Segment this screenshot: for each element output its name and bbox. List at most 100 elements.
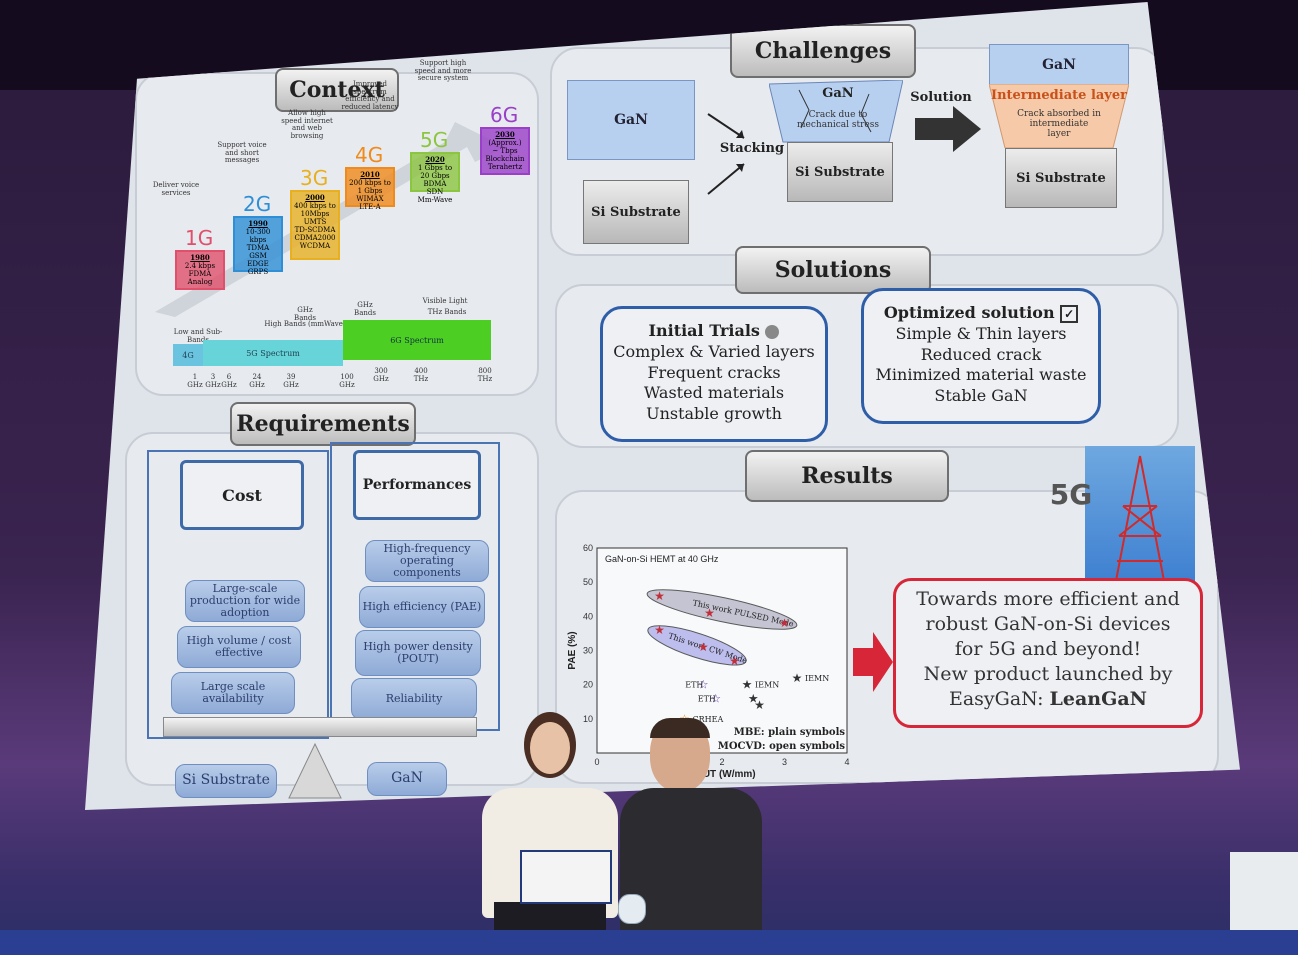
gan-top-block: GaN — [989, 44, 1129, 86]
spectrum-tick-text: 1 — [192, 373, 198, 381]
data-point-star: ★ — [779, 616, 790, 630]
stacking-label: Stacking — [719, 140, 785, 156]
cracked-gan-label: GaN — [822, 85, 854, 101]
cost-column — [147, 450, 329, 739]
gen-6g-label: 6G — [490, 103, 519, 127]
spectrum-tick-text: GHz — [339, 380, 355, 389]
optimized-item: Reduced crack — [920, 344, 1042, 364]
spectrum-tick-text: 39 — [286, 373, 296, 381]
data-point-star: ★ — [698, 640, 709, 654]
spectrum-visible-label: Visible Light — [422, 297, 468, 305]
spectrum-tick-text: 3 — [210, 373, 216, 381]
gen-spec: Blockchain — [485, 155, 525, 164]
spectrum-low-label: Low and Sub-Bands — [173, 328, 223, 344]
solution-label: Solution — [910, 89, 972, 105]
spectrum-tick-text: THz — [413, 374, 429, 383]
si-substrate-block: Si Substrate — [583, 180, 689, 244]
series-label: IEMN — [805, 674, 829, 683]
5g-badge-icon: 5G — [1049, 477, 1093, 511]
gen-year: 2020 — [425, 155, 445, 164]
y-axis-label: PAE (%) — [567, 631, 578, 669]
spectrum-high-label: High Bands (mmWave) — [264, 320, 346, 328]
chart-legend-entry: MBE: plain symbols — [734, 727, 846, 738]
spectrum-tick-text: 300 — [374, 367, 388, 375]
spectrum-ghz-label-2: GHz Bands — [354, 301, 376, 317]
cost-item-availability: Large scale availability — [171, 672, 295, 714]
perf-item-power: High power density (POUT) — [355, 630, 481, 676]
initial-item: Unstable growth — [646, 404, 782, 424]
spectrum-tick-text: GHz — [249, 380, 265, 389]
checkbox-icon: ✓ — [1060, 304, 1079, 323]
y-tick-label: 40 — [583, 611, 593, 621]
gen-service-text: Improved spectrum efficiency and reduced… — [341, 80, 399, 112]
gen-spec: TDMA — [246, 244, 270, 253]
gen-service-text: Support voice and short messages — [217, 141, 267, 165]
series-highlight-ellipse — [647, 625, 747, 666]
gen-service-text: Deliver voice services — [152, 181, 200, 197]
gen-spec: LTE-A — [359, 203, 381, 212]
crack-text: Crack due to mechanical stress — [797, 110, 879, 130]
y-tick-label: 10 — [583, 714, 593, 724]
gen-spec: BDMA — [423, 180, 447, 189]
conclusion-line: robust GaN-on-Si devices — [925, 613, 1171, 636]
challenges-title: Challenges — [730, 24, 916, 78]
perf-item-reliability: Reliability — [351, 678, 477, 720]
y-tick-label: 30 — [583, 646, 593, 656]
gen-service-text: Support high speed and more secure syste… — [414, 59, 472, 83]
gen-spec: GRPS — [247, 268, 269, 277]
gen-spec: Mm-Wave — [417, 196, 453, 205]
gen-5g-label: 5G — [420, 128, 449, 152]
spectrum-6g-bar: 6G Spectrum — [343, 320, 491, 360]
gen-year: 2030 — [495, 130, 515, 139]
conclusion-box: Towards more efficient and robust GaN-on… — [893, 578, 1203, 728]
y-tick-label: 50 — [583, 577, 593, 587]
x-tick-label: 4 — [844, 757, 849, 767]
series-label: IEMN — [755, 681, 779, 690]
gen-spec: FDMA — [188, 270, 212, 279]
series-label: CRHEA — [693, 715, 724, 724]
intermediate-layer-label: Intermediate layer — [991, 87, 1127, 103]
gen-spec: GSM — [249, 252, 267, 261]
red-arrow-icon — [853, 632, 893, 692]
gen-spec: SDN — [426, 188, 444, 197]
x-axis-label: POUT (W/mm) — [688, 769, 755, 780]
gray-dot-icon — [765, 324, 780, 339]
data-point-star: ★ — [754, 698, 765, 712]
spectrum-5g-bar: 5G Spectrum — [203, 340, 343, 366]
data-point-star: ★ — [654, 623, 665, 637]
trophy-icon — [618, 894, 646, 924]
intermediate-layer-shape — [989, 84, 1129, 148]
optimized-title: Optimized solution — [883, 303, 1055, 322]
solution-arrow-icon — [915, 106, 981, 152]
context-title: Context — [275, 68, 399, 112]
spectrum-tick-text: 400 — [414, 367, 428, 375]
initial-item: Frequent cracks — [647, 362, 781, 382]
initial-item: Complex & Varied layers — [613, 341, 815, 361]
spectrum-tick-text: 100 — [340, 373, 354, 381]
si-substrate-block-2: Si Substrate — [787, 142, 893, 202]
spectrum-tick-text: GHz — [187, 380, 203, 389]
gen-spec: WCDMA — [299, 242, 331, 251]
spectrum-tick-text: 800 — [478, 367, 492, 375]
gen-2g-label: 2G — [243, 192, 272, 216]
gen-4g-label: 4G — [355, 143, 384, 167]
spectrum-tick-text: GHz — [221, 380, 237, 389]
optimized-item: Simple & Thin layers — [895, 323, 1067, 343]
si-substrate-label: Si Substrate — [175, 764, 277, 798]
podium — [1230, 852, 1298, 932]
gen-spec: ~ Tbps — [492, 147, 518, 156]
y-tick-label: 20 — [583, 680, 593, 690]
gen-spec: 1 Gbps to 20 Gbps — [417, 164, 453, 181]
